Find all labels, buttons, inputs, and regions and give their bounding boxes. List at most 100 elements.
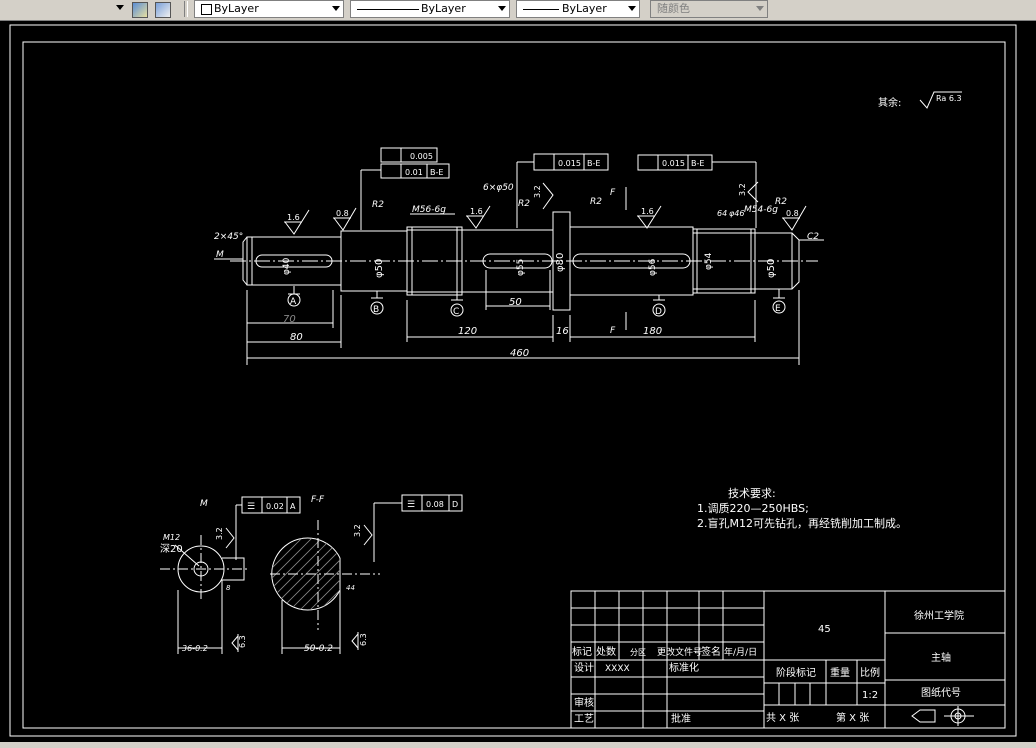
svg-text:0.01: 0.01 xyxy=(405,168,423,177)
sheet-border xyxy=(9,24,1017,737)
shaft-collar xyxy=(552,211,571,311)
svg-text:1.6: 1.6 xyxy=(470,207,483,216)
lineweight-select[interactable]: ByLayer xyxy=(516,0,640,18)
title-block: 标记 处数 分区 更改文件号 签名 年/月/日 设计 XXXX 标准化 审核 工… xyxy=(570,590,1006,729)
section-ff-view: F-F ☰ 0.08 D 3.2 50-0.2 44 6.3 xyxy=(270,494,463,654)
svg-text:1.调质220—250HBS;: 1.调质220—250HBS; xyxy=(697,502,809,515)
svg-text:44: 44 xyxy=(346,584,355,592)
r2-a: R2 xyxy=(372,200,384,210)
chevron-down-icon xyxy=(332,6,340,11)
r2-b: R2 xyxy=(518,199,530,209)
dim-80: 80 xyxy=(290,332,303,343)
svg-text:C: C xyxy=(453,307,459,317)
lineweight-preview xyxy=(523,9,559,10)
shaft-thread-seg xyxy=(406,226,463,296)
layer-color-select[interactable]: ByLayer xyxy=(194,0,344,18)
svg-text:M12: M12 xyxy=(163,533,180,542)
svg-text:☰: ☰ xyxy=(247,502,255,512)
tolerance-frames: 0.005 0.01 B-E 0.015 B-E 0.015 B-E xyxy=(360,147,757,230)
svg-text:年/月/日: 年/月/日 xyxy=(724,646,757,658)
dim-50: 50 xyxy=(509,297,522,308)
dim-phi50a: φ50 xyxy=(374,259,385,278)
section-f-bottom: F xyxy=(610,326,616,336)
svg-text:处数: 处数 xyxy=(596,645,616,658)
svg-text:D: D xyxy=(655,307,662,317)
svg-text:0.015: 0.015 xyxy=(662,159,685,168)
svg-text:XXXX: XXXX xyxy=(605,664,630,674)
dim-180: 180 xyxy=(643,326,662,337)
color-swatch-icon xyxy=(201,4,212,15)
dim-460: 460 xyxy=(510,348,529,359)
section-m-view: M M12 深20 ☰ 0.02 A 3.2 36-0.2 8 6.3 xyxy=(160,496,301,654)
dim-16: 16 xyxy=(556,326,569,337)
plotstyle-select[interactable]: 随颜色 xyxy=(650,0,768,18)
svg-text:B-E: B-E xyxy=(430,168,443,177)
svg-text:50-0.2: 50-0.2 xyxy=(304,644,333,654)
svg-text:8: 8 xyxy=(226,584,231,592)
status-bar xyxy=(0,742,1036,748)
svg-text:技术要求:: 技术要求: xyxy=(728,487,776,500)
svg-text:比例: 比例 xyxy=(860,666,880,679)
linetype-preview xyxy=(357,9,419,10)
svg-text:45: 45 xyxy=(818,624,831,635)
svg-text:工艺: 工艺 xyxy=(574,713,594,725)
svg-text:分区: 分区 xyxy=(630,648,646,657)
svg-text:B-E: B-E xyxy=(691,159,704,168)
svg-text:审核: 审核 xyxy=(574,696,594,709)
svg-text:F-F: F-F xyxy=(311,495,325,505)
lineweight-value: ByLayer xyxy=(562,2,607,15)
svg-text:3.2: 3.2 xyxy=(353,524,362,537)
svg-text:B-E: B-E xyxy=(587,159,600,168)
technical-notes: 技术要求: 1.调质220—250HBS; 2.盲孔M12可先钻孔，再经铣削加工… xyxy=(697,487,907,530)
roughness-note: 其余: xyxy=(878,96,901,109)
svg-text:E: E xyxy=(775,304,781,314)
svg-text:0.08: 0.08 xyxy=(426,500,444,509)
layer-color-value: ByLayer xyxy=(214,2,259,15)
layer-previous-icon[interactable] xyxy=(155,2,171,18)
datum-markers: A B C D E xyxy=(287,286,786,317)
thread-m54: M54-6g xyxy=(744,205,778,215)
svg-text:3.2: 3.2 xyxy=(215,527,224,540)
svg-text:6.3: 6.3 xyxy=(238,635,247,648)
dim-chamfer: 2×45° xyxy=(214,232,243,242)
svg-text:图纸代号: 图纸代号 xyxy=(921,686,961,699)
layer-states-icon[interactable] xyxy=(132,2,148,18)
holes-6phi50: 6×φ50 xyxy=(483,183,514,193)
thread-m56: M56-6g xyxy=(412,205,446,215)
toolbar-separator xyxy=(184,1,188,17)
svg-text:共 X 张: 共 X 张 xyxy=(766,712,799,724)
svg-text:A: A xyxy=(290,297,297,307)
m-label: M xyxy=(216,250,224,260)
svg-text:☰: ☰ xyxy=(407,500,415,510)
keyway-right xyxy=(572,253,691,269)
svg-text:1.6: 1.6 xyxy=(287,213,300,222)
section-f-top: F xyxy=(610,188,616,198)
svg-text:36-0.2: 36-0.2 xyxy=(182,644,208,653)
plotstyle-value: 随颜色 xyxy=(657,2,690,15)
svg-text:标记: 标记 xyxy=(572,646,592,658)
dim-phi46: φ46 xyxy=(729,209,744,218)
svg-text:A: A xyxy=(290,502,296,511)
svg-text:1:2: 1:2 xyxy=(862,690,878,701)
dim-phi50b: φ50 xyxy=(766,259,777,278)
svg-text:B: B xyxy=(373,305,379,315)
svg-text:第 X 张: 第 X 张 xyxy=(836,711,869,724)
drawing-canvas[interactable]: 其余: Ra 6.3 xyxy=(0,20,1036,742)
dim-phi55: φ55 xyxy=(516,259,526,276)
color-dropdown[interactable] xyxy=(0,0,128,18)
dim-70: 70 xyxy=(283,314,296,325)
svg-text:2.盲孔M12可先钻孔，再经铣削加工制成。: 2.盲孔M12可先钻孔，再经铣削加工制成。 xyxy=(697,516,907,530)
dimensions: 460 80 70 120 50 16 180 φ40 φ50 φ55 φ80 … xyxy=(214,183,824,365)
linetype-select[interactable]: ByLayer xyxy=(350,0,510,18)
svg-text:设计: 设计 xyxy=(574,661,594,674)
roughness-value: Ra 6.3 xyxy=(936,94,962,103)
dim-120: 120 xyxy=(458,326,477,337)
projection-symbol-icon xyxy=(911,709,936,723)
shaft-thread-seg-2 xyxy=(692,228,756,294)
svg-text:3.2: 3.2 xyxy=(738,183,747,196)
svg-text:0.8: 0.8 xyxy=(786,209,799,218)
svg-text:1.6: 1.6 xyxy=(641,207,654,216)
svg-text:主轴: 主轴 xyxy=(931,651,951,664)
roughness-marks: 1.6 0.8 1.6 1.6 0.8 3.2 3.2 xyxy=(284,181,807,235)
svg-text:更改文件号: 更改文件号 xyxy=(657,646,702,658)
